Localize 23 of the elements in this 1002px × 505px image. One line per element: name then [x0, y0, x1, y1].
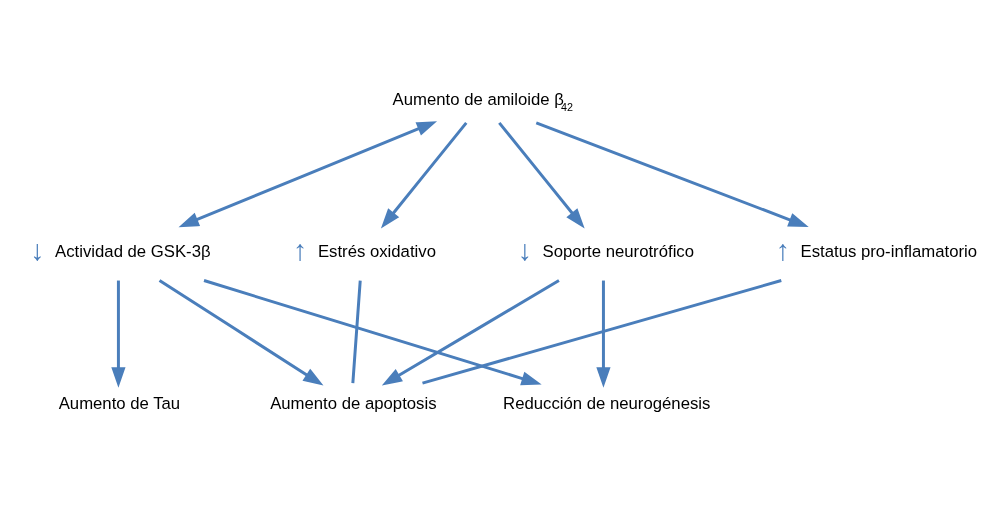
node-text: Aumento de apoptosis: [270, 393, 437, 413]
arrow: [498, 121, 585, 229]
arrow: [381, 278, 560, 385]
node-text: Aumento de amiloide β$_{42}$: [392, 89, 573, 113]
node-text: Aumento de Tau: [58, 393, 181, 413]
node-text: Reducción de neurogénesis: [503, 393, 711, 413]
arrow: [535, 121, 809, 227]
arrow: [178, 120, 438, 227]
arrow: [380, 121, 468, 229]
node-label: ↓: [30, 233, 45, 266]
node-label: ↓: [517, 233, 532, 266]
connector: [351, 279, 362, 383]
connector: [422, 278, 782, 385]
node-text: Soporte neurotrófico: [542, 241, 695, 261]
arrow: [111, 280, 126, 388]
arrow: [158, 278, 324, 386]
node-label: ↑: [292, 233, 308, 266]
node-text: Actividad de GSK-3β: [55, 241, 211, 261]
node-text: Estrés oxidativo: [317, 241, 436, 261]
node-label: ↑: [775, 233, 790, 266]
arrow: [596, 280, 611, 388]
node-text: Estatus pro-inflamatorio: [800, 241, 978, 261]
arrow: [203, 278, 542, 385]
